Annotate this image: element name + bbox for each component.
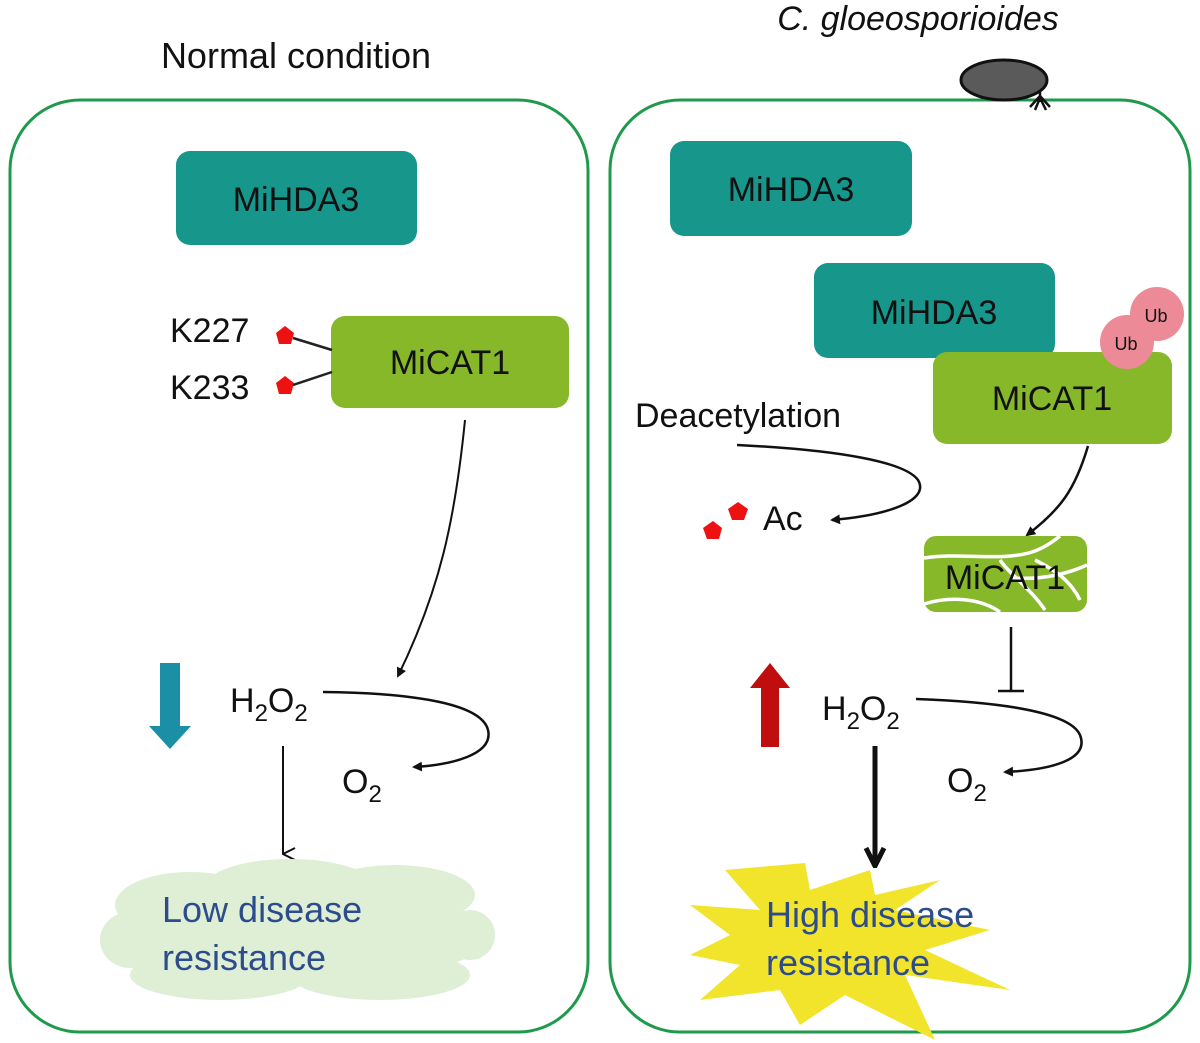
left-o2-label: O2 [342, 763, 382, 808]
catalase-to-h2o2-arrow [397, 419, 466, 678]
h2o2-to-o2-arrow [322, 690, 490, 772]
catalase-degradation-arrow [1025, 445, 1090, 537]
deacetylation-label: Deacetylation [635, 397, 841, 435]
left-micat1-box: MiCAT1 [331, 316, 569, 408]
left-cell-border [8, 98, 590, 1034]
right-cell-border [608, 98, 1192, 1034]
deacetylation-arrow [736, 443, 922, 525]
acetyl-group-icon [276, 376, 294, 394]
left-panel-title: Normal condition [161, 35, 431, 76]
site-k233-label: K233 [170, 369, 249, 407]
acetyl-bond-line [292, 370, 333, 387]
decrease-arrow-icon [149, 663, 191, 749]
degraded-micat1-box: MiCAT1 [923, 534, 1088, 614]
high-resistance-line1: High disease [766, 894, 974, 935]
low-resistance-line2: resistance [162, 937, 326, 978]
acetyl-group-icon [728, 502, 748, 520]
right-mihda3-box-1: MiHDA3 [670, 141, 912, 236]
acetyl-group-icon [276, 326, 294, 344]
right-h2o2-label: H2O2 [822, 690, 900, 735]
inhibition-line [998, 627, 1024, 693]
fungal-spore-icon [959, 58, 1051, 111]
low-resistance-line1: Low disease [162, 889, 362, 930]
left-micat1-label: MiCAT1 [390, 344, 510, 382]
ubiquitin-icon [1100, 315, 1154, 369]
right-mihda3-label-1: MiHDA3 [728, 171, 855, 209]
right-mihda3-box-2: MiHDA3 [814, 263, 1055, 358]
ub-label: Ub [1114, 334, 1137, 354]
high-resistance-line2: resistance [766, 942, 930, 983]
high-resistance-burst: High disease resistance [690, 863, 1010, 1040]
increase-arrow-icon [750, 663, 790, 747]
low-resistance-cloud: Low disease resistance [100, 859, 495, 1000]
right-micat1-box: MiCAT1 [933, 352, 1172, 444]
right-h2o2-to-o2-arrow [915, 697, 1083, 777]
left-h2o2-label: H2O2 [230, 682, 308, 727]
ub-label: Ub [1144, 306, 1167, 326]
right-mihda3-label-2: MiHDA3 [871, 294, 998, 332]
acetyl-group-icon [703, 521, 722, 539]
right-o2-label: O2 [947, 762, 987, 807]
degraded-micat1-label: MiCAT1 [945, 559, 1065, 597]
acetyl-bond-line [292, 336, 333, 352]
site-k227-label: K227 [170, 312, 249, 350]
right-micat1-label: MiCAT1 [992, 380, 1112, 418]
left-mihda3-label: MiHDA3 [233, 181, 360, 219]
ubiquitin-chain: Ub Ub [1100, 287, 1184, 369]
ac-label: Ac [763, 500, 803, 538]
left-mihda3-box: MiHDA3 [176, 151, 417, 245]
right-panel-title: C. gloeosporioides [777, 0, 1059, 38]
